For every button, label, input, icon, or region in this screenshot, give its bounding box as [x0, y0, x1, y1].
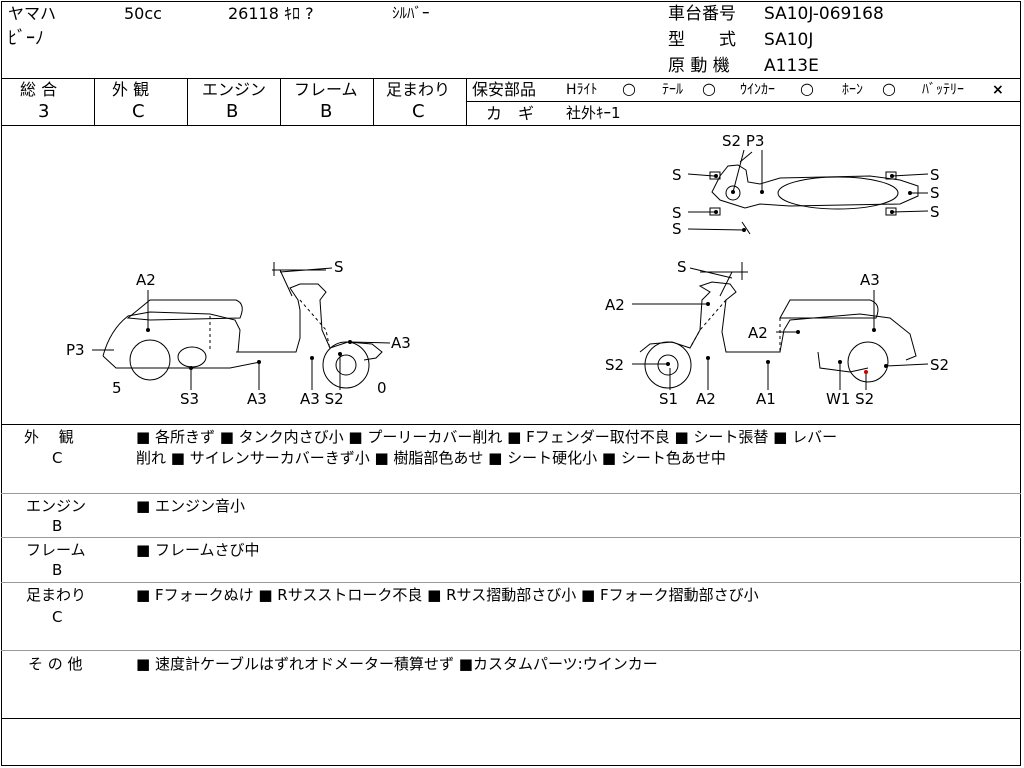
leader-lines: [92, 149, 929, 390]
scooter-left-view: [102, 262, 383, 389]
rule: [1, 537, 1021, 538]
diagram-label: S: [672, 204, 682, 222]
suspension-grade-label: 足まわり: [386, 80, 451, 99]
remark-label-engine: エンジン: [26, 497, 87, 515]
diagram-label: 5: [112, 379, 122, 397]
diagram-label: A3: [247, 390, 267, 408]
key-label: カ ギ: [486, 104, 535, 123]
diagram-label: A2: [136, 271, 156, 289]
rule: [1, 493, 1021, 494]
safety-item-headlight: Hﾗｲﾄ: [566, 82, 598, 98]
exterior-label: 外 観: [112, 80, 150, 99]
maker: ヤマハ: [8, 4, 57, 23]
scooter-top-view: [709, 151, 919, 235]
rule: [466, 78, 467, 125]
rule: [1, 582, 1021, 583]
diagram-label: S2 P3: [722, 132, 764, 150]
remark-text-frame: ■ フレームさび中: [136, 541, 260, 559]
overall-label: 総 合: [20, 80, 58, 99]
safety-label: 保安部品: [472, 80, 537, 99]
rule: [187, 78, 188, 125]
remark-text-exterior-2: 削れ ■ サイレンサーカバーきず小 ■ 樹脂部色あせ ■ シート硬化小 ■ シー…: [136, 449, 726, 467]
remark-label-frame: フレーム: [26, 541, 86, 559]
model-name: ﾋﾞｰﾉ: [8, 28, 44, 49]
frame-no: SA10J-069168: [764, 4, 884, 24]
diagram-label: S3: [180, 390, 199, 408]
remark-grade-suspension: C: [52, 608, 63, 626]
remark-text-engine: ■ エンジン音小: [136, 497, 245, 515]
diagram-label: A3: [860, 271, 880, 289]
diagram-label: S: [672, 220, 682, 238]
diagram-label: A2: [696, 390, 716, 408]
diagram-label: S: [677, 258, 687, 276]
diagram-label: S: [672, 166, 682, 184]
diagram-label: S2: [605, 356, 624, 374]
rule: [1, 424, 1021, 425]
safety-item-horn: ﾎｰﾝ: [842, 82, 863, 98]
remark-grade-frame: B: [52, 561, 63, 579]
diagram-label: S: [334, 258, 344, 276]
frame-grade: B: [320, 101, 333, 122]
rule: [1, 78, 1021, 79]
remark-text-other: ■ 速度計ケーブルはずれオドメーター積算せず ■カスタムパーツ:ウインカー: [136, 655, 658, 673]
diagram-label: A3: [391, 334, 411, 352]
rule: [466, 101, 1021, 102]
rule: [1, 650, 1021, 651]
damage-diagram: S2 P3 S S S S S S S A2 P3 5 S3 A3 A3 S2 …: [66, 132, 949, 408]
remark-grade-exterior: C: [52, 449, 63, 467]
mileage: 26118 ｷﾛ ?: [228, 4, 314, 23]
engine-grade: B: [226, 101, 239, 122]
diagram-label: S2: [930, 356, 949, 374]
remark-label-other: そ の 他: [28, 655, 83, 673]
diagram-label: A1: [756, 390, 776, 408]
rule: [94, 78, 95, 125]
type-value: SA10J: [764, 30, 814, 50]
engine-grade-label: エンジン: [202, 80, 267, 99]
safety-mark-battery: ×: [992, 82, 1004, 98]
safety-mark-tail: ○: [702, 79, 716, 98]
diagram-label: W1 S2: [826, 390, 874, 408]
suspension-grade: C: [412, 101, 425, 122]
remark-text-exterior-1: ■ 各所きず ■ タンク内さび小 ■ プーリーカバー削れ ■ Fフェンダー取付不…: [136, 428, 838, 446]
engine-label: 原 動 機: [668, 56, 730, 76]
remark-grade-engine: B: [52, 517, 63, 535]
diagram-label: A2: [748, 324, 768, 342]
overall-grade: 3: [38, 101, 50, 122]
diagram-label: A2: [605, 296, 625, 314]
displacement: 50cc: [124, 4, 162, 23]
color: ｼﾙﾊﾞｰ: [392, 4, 430, 22]
exterior-grade: C: [132, 101, 145, 122]
scooter-right-view: [639, 262, 917, 389]
safety-mark-horn: ○: [882, 79, 896, 98]
frame-no-label: 車台番号: [668, 4, 736, 24]
remark-label-suspension: 足まわり: [26, 586, 87, 604]
rule: [373, 78, 374, 125]
safety-item-winker: ｳｲﾝｶｰ: [740, 82, 775, 98]
engine-value: A113E: [764, 56, 819, 76]
safety-item-battery: ﾊﾞｯﾃﾘｰ: [922, 82, 964, 98]
rule: [1, 718, 1021, 719]
diagram-label: S: [930, 166, 940, 184]
key-value: 社外ｷｰ1: [566, 104, 621, 122]
rule: [280, 78, 281, 125]
remark-text-suspension: ■ Fフォークぬけ ■ Rサスストローク不良 ■ Rサス摺動部さび小 ■ Fフォ…: [136, 586, 759, 604]
safety-mark-headlight: ○: [622, 79, 636, 98]
diagram-label: P3: [66, 341, 85, 359]
safety-mark-winker: ○: [800, 79, 814, 98]
diagram-label: S: [930, 203, 940, 221]
diagram-label: S: [930, 184, 940, 202]
type-label: 型 式: [668, 30, 736, 50]
safety-item-tail: ﾃｰﾙ: [662, 82, 683, 98]
diagram-label: 0: [377, 379, 387, 397]
frame-grade-label: フレーム: [294, 80, 358, 99]
diagram-label: S1: [659, 390, 678, 408]
rule: [1, 125, 1021, 126]
diagram-label: A3 S2: [300, 390, 344, 408]
remark-label-exterior: 外 観: [24, 428, 74, 446]
